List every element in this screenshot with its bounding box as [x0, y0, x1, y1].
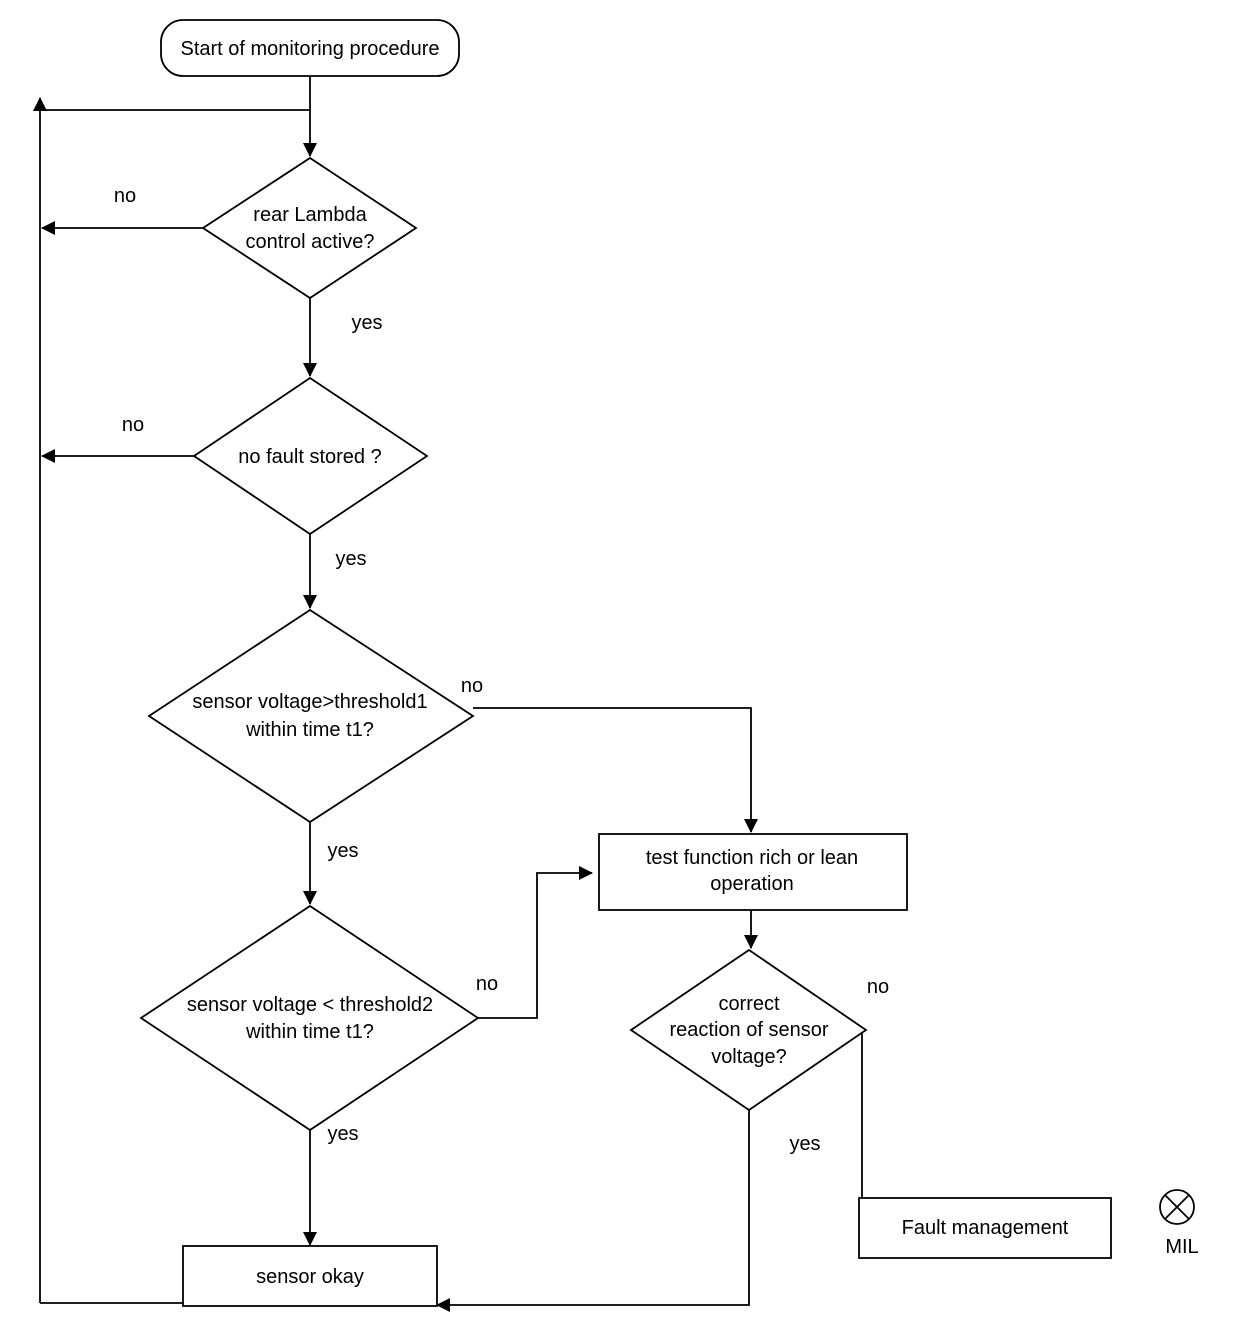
start-terminal-shape — [160, 19, 460, 77]
decision-1: rear Lambda control active? — [201, 156, 418, 300]
start-label: Start of monitoring procedure — [180, 38, 439, 60]
decision-2-shape — [192, 376, 429, 536]
edge-label-d5-no: no — [867, 976, 889, 998]
decision-5-line-2: reaction of sensor — [670, 1019, 829, 1041]
test-function-line-2: operation — [710, 873, 793, 895]
decision-3-line-1: sensor voltage>threshold1 — [192, 691, 427, 713]
edge-d4-no — [478, 866, 593, 1019]
decision-2-line-1: no fault stored ? — [238, 446, 381, 468]
decision-2: no fault stored ? — [192, 376, 429, 536]
edge-d5-no — [861, 1029, 866, 1198]
edge-label-d3-yes: yes — [327, 840, 358, 862]
decision-3-line-2: within time t1? — [245, 719, 374, 741]
test-function-box — [598, 833, 908, 911]
mil-indicator: MIL — [1159, 1189, 1199, 1258]
decision-4: sensor voltage < threshold2 within time … — [139, 904, 480, 1132]
decision-3-shape — [147, 608, 475, 824]
edge-label-d4-yes: yes — [327, 1123, 358, 1145]
sensor-okay-box — [182, 1245, 438, 1307]
decision-5: correct reaction of sensor voltage? — [629, 948, 868, 1112]
edge-label-d5-yes: yes — [789, 1133, 820, 1155]
edge-d3-no — [473, 707, 758, 833]
fault-management-node: Fault management — [858, 1197, 1112, 1259]
edge-label-d2-no: no — [122, 414, 144, 436]
decision-1-line-1: rear Lambda — [253, 204, 367, 226]
edge-label-d1-yes: yes — [351, 312, 382, 334]
fault-management-label: Fault management — [902, 1217, 1069, 1239]
sensor-okay-label: sensor okay — [256, 1266, 364, 1288]
edge-labels: no yes no yes no yes no yes no yes — [114, 185, 889, 1155]
sensor-okay-node: sensor okay — [182, 1245, 438, 1307]
connectors — [33, 76, 866, 1312]
edge-label-d1-no: no — [114, 185, 136, 207]
edge-d5-yes — [436, 1110, 750, 1312]
mil-lamp-cross-2 — [1164, 1194, 1190, 1220]
edge-label-d3-no: no — [461, 675, 483, 697]
decision-1-line-2: control active? — [246, 231, 375, 253]
test-function-line-1: test function rich or lean — [646, 847, 858, 869]
decision-5-line-1: correct — [718, 993, 780, 1015]
fault-management-box — [858, 1197, 1112, 1259]
decision-4-line-2: within time t1? — [245, 1021, 374, 1043]
test-function-node: test function rich or lean operation — [598, 833, 908, 911]
edge-label-d4-no: no — [476, 973, 498, 995]
decision-5-line-3: voltage? — [711, 1046, 787, 1068]
decision-4-line-1: sensor voltage < threshold2 — [187, 994, 433, 1016]
edge-label-d2-yes: yes — [335, 548, 366, 570]
mil-label: MIL — [1165, 1236, 1198, 1258]
decision-5-shape — [629, 948, 868, 1112]
decision-1-shape — [201, 156, 418, 300]
decision-4-shape — [139, 904, 480, 1132]
start-node: Start of monitoring procedure — [160, 19, 460, 77]
decision-3: sensor voltage>threshold1 within time t1… — [147, 608, 475, 824]
